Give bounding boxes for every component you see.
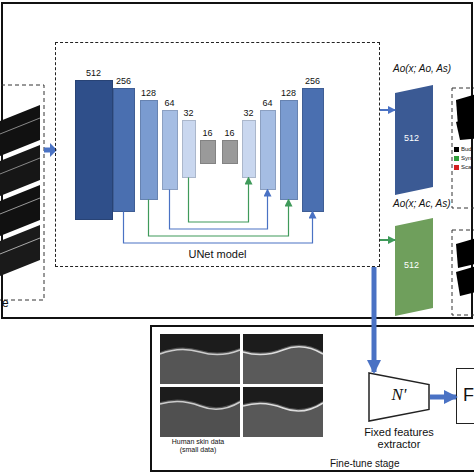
legend-text: Bud	[461, 146, 472, 153]
node-label: 128	[141, 88, 156, 98]
skip-connection	[189, 178, 249, 223]
layer-block: 256	[113, 88, 135, 212]
output-frame	[452, 88, 474, 208]
layer-block: 32	[182, 120, 196, 178]
fragment-label: e	[2, 296, 9, 310]
legend-swatch	[454, 165, 459, 170]
legend-swatch	[454, 147, 459, 152]
node-sublabel: Fixed features extractor	[346, 426, 452, 450]
feature-map: Ao(x; Ao, As)512	[395, 85, 433, 195]
mask-shape	[456, 264, 474, 296]
node-label: 16	[202, 128, 212, 138]
node-label: 32	[183, 108, 193, 118]
output-frame	[452, 230, 474, 315]
flow-arrow	[380, 109, 395, 111]
node-label: 64	[164, 98, 174, 108]
top-frame	[2, 3, 472, 318]
layer-block: 512	[75, 80, 113, 220]
node-label: 256	[116, 76, 131, 86]
unet-box: UNet model512256128643216163264128256	[55, 42, 380, 267]
mask-shape	[456, 236, 474, 268]
layer-block: 128	[140, 100, 158, 200]
node-label: Human skin data (small data)	[163, 438, 233, 454]
output-box: F	[456, 368, 474, 424]
input-arrow	[44, 148, 50, 153]
skip-connection	[170, 190, 268, 230]
skin-images	[160, 334, 323, 437]
layer-block: 64	[260, 110, 276, 190]
skip-connection	[149, 200, 289, 237]
legend-swatch	[454, 156, 459, 161]
node-label: F	[463, 385, 474, 406]
node-label: 16	[224, 128, 234, 138]
layer-block: 32	[242, 120, 256, 178]
skip-connection	[124, 212, 313, 244]
legend-text: Syn	[461, 155, 471, 162]
feature-map: Ao(x; Ac, As)512	[395, 218, 433, 316]
flow-arrow	[380, 239, 395, 241]
layer-block: 128	[280, 100, 298, 200]
node-label: 128	[281, 88, 296, 98]
node-label: Fine-tune stage	[330, 458, 400, 469]
node-label: Ao(x; Ao, As)	[393, 63, 451, 74]
node-label: 256	[305, 76, 320, 86]
image-set: Human skin data (small data)	[158, 332, 323, 456]
flow-arrow	[372, 267, 377, 372]
layer-block: 64	[162, 110, 178, 190]
legend: BudSynScal	[454, 146, 474, 180]
layer-block: 16	[200, 140, 216, 164]
node-sublabel: 512	[404, 260, 419, 270]
node-label: 512	[86, 68, 101, 78]
legend-text: Scal	[461, 164, 473, 171]
flow-arrow	[430, 395, 456, 400]
node-label: UNet model	[56, 248, 379, 260]
layer-block: 16	[222, 140, 238, 164]
node-label: 32	[243, 108, 253, 118]
mask-shape	[456, 114, 474, 140]
fine-tune-frame: Fine-tune stage Human skin data (small da…	[150, 325, 474, 472]
input-stack	[0, 105, 40, 280]
layer-block: 256	[302, 88, 324, 212]
node-sublabel: 512	[404, 133, 419, 143]
node-label: Ao(x; Ac, As)	[393, 198, 451, 209]
extractor-trapezoid: N'Fixed features extractor	[368, 372, 430, 422]
node-label: 64	[262, 98, 272, 108]
node-label: N'	[368, 385, 430, 405]
